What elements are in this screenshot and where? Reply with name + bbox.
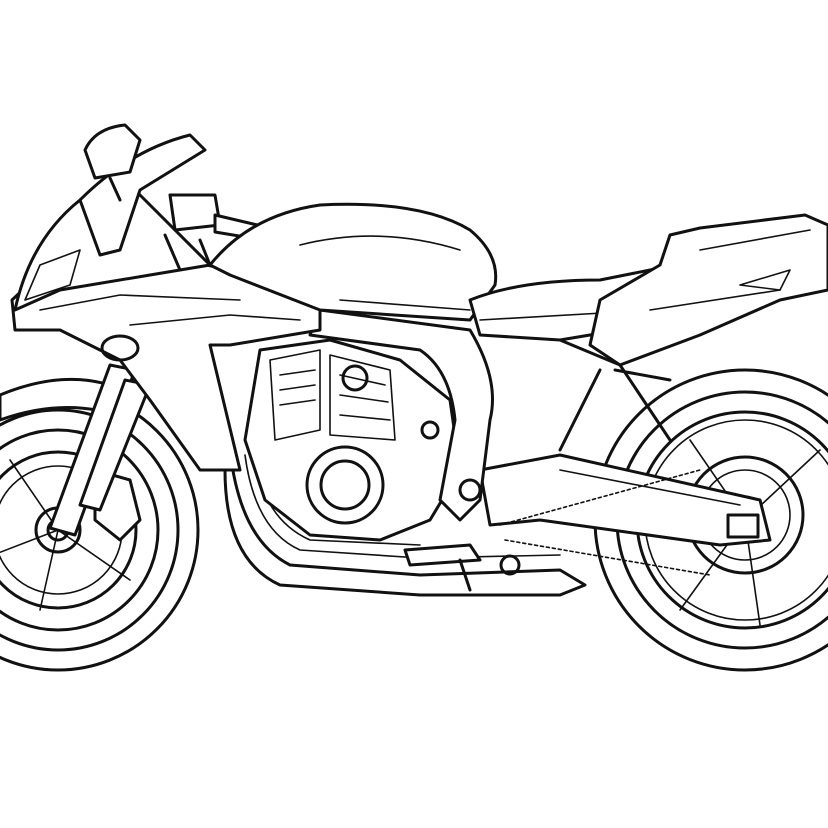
footpeg bbox=[403, 543, 482, 567]
chain bbox=[499, 469, 711, 576]
headlight bbox=[24, 249, 81, 301]
tail-fairing bbox=[588, 213, 828, 367]
engine-cover bbox=[305, 445, 385, 525]
fuel-tank bbox=[208, 202, 498, 322]
windscreen bbox=[78, 133, 207, 257]
swingarm bbox=[478, 453, 772, 576]
engine bbox=[243, 338, 462, 542]
frame bbox=[308, 308, 494, 522]
tail-light bbox=[739, 269, 791, 291]
mirror bbox=[83, 123, 142, 180]
brake-disc bbox=[0, 450, 138, 610]
